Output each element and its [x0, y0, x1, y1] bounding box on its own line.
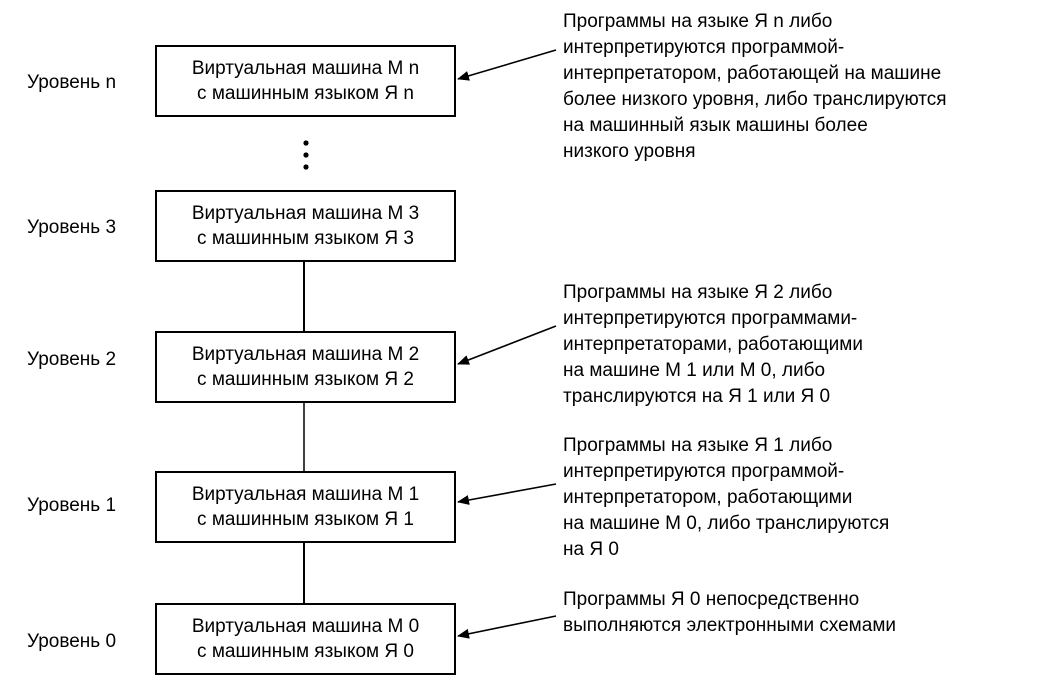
- arrow-level-2: [457, 325, 557, 365]
- annotation-2-line-3: интерпретаторами, работающими: [563, 334, 863, 355]
- ellipsis-dot-bottom: [303, 164, 309, 170]
- arrow-level-n: [457, 49, 557, 81]
- annotation-1-line-5: на Я 0: [563, 539, 619, 560]
- machine-box-0-line-2: с машинным языком Я 0: [197, 641, 414, 662]
- annotation-level-2: Программы на языке Я 2 либо интерпретиру…: [563, 280, 863, 410]
- machine-box-2: Виртуальная машина М 2 с машинным языком…: [155, 331, 456, 403]
- machine-box-2-line-2: с машинным языком Я 2: [197, 369, 414, 390]
- machine-box-0: Виртуальная машина М 0 с машинным языком…: [155, 603, 456, 675]
- machine-box-3-line-2: с машинным языком Я 3: [197, 228, 414, 249]
- annotation-0-line-1: Программы Я 0 непосредственно: [563, 589, 860, 610]
- machine-box-1-line-2: с машинным языком Я 1: [197, 509, 414, 530]
- level-label-2: Уровень 2: [27, 349, 117, 370]
- annotation-2-line-5: транслируются на Я 1 или Я 0: [563, 386, 831, 407]
- ellipsis-dot-top: [303, 140, 309, 146]
- machine-box-1: Виртуальная машина М 1 с машинным языком…: [155, 471, 456, 543]
- annotation-n-line-6: низкого уровня: [563, 141, 696, 162]
- machine-box-3-line-1: Виртуальная машина М 3: [191, 203, 420, 224]
- machine-box-n-line-2: с машинным языком Я n: [197, 83, 414, 104]
- annotation-0-line-2: выполняются электронными схемами: [563, 615, 896, 636]
- level-label-3: Уровень 3: [27, 217, 117, 238]
- annotation-n-line-5: на машинный язык машины более: [563, 115, 868, 136]
- level-label-n: Уровень n: [27, 72, 117, 93]
- annotation-1-line-3: интерпретатором, работающими: [563, 487, 853, 508]
- ellipsis-dot-middle: [303, 152, 309, 158]
- annotation-2-line-2: интерпретируются программами-: [563, 308, 858, 329]
- annotation-1-line-1: Программы на языке Я 1 либо: [563, 435, 833, 456]
- annotation-2-line-4: на машине М 1 или М 0, либо: [563, 360, 826, 381]
- annotation-n-line-4: более низкого уровня, либо транслируются: [563, 89, 947, 110]
- machine-box-n-line-1: Виртуальная машина М n: [191, 58, 420, 79]
- arrow-level-0: [457, 615, 557, 639]
- annotation-2-line-1: Программы на языке Я 2 либо: [563, 282, 833, 303]
- machine-box-n: Виртуальная машина М n с машинным языком…: [155, 45, 456, 117]
- annotation-n-line-1: Программы на языке Я n либо: [563, 11, 833, 32]
- annotation-n-line-2: интерпретируются программой-: [563, 37, 845, 58]
- machine-box-3: Виртуальная машина М 3 с машинным языком…: [155, 190, 456, 262]
- machine-box-0-line-1: Виртуальная машина М 0: [191, 616, 420, 637]
- annotation-1-line-4: на машине М 0, либо транслируются: [563, 513, 890, 534]
- annotation-1-line-2: интерпретируются программой-: [563, 461, 845, 482]
- machine-box-1-line-1: Виртуальная машина М 1: [191, 484, 420, 505]
- level-label-0: Уровень 0: [27, 631, 117, 652]
- level-label-1: Уровень 1: [27, 495, 117, 516]
- machine-box-2-line-1: Виртуальная машина М 2: [191, 344, 420, 365]
- annotation-n-line-3: интерпретатором, работающей на машине: [563, 63, 942, 84]
- arrow-level-1: [457, 483, 557, 505]
- annotation-level-0: Программы Я 0 непосредственно выполняютс…: [563, 587, 896, 639]
- annotation-level-n: Программы на языке Я n либо интерпретиру…: [563, 9, 947, 165]
- annotation-level-1: Программы на языке Я 1 либо интерпретиру…: [563, 433, 889, 563]
